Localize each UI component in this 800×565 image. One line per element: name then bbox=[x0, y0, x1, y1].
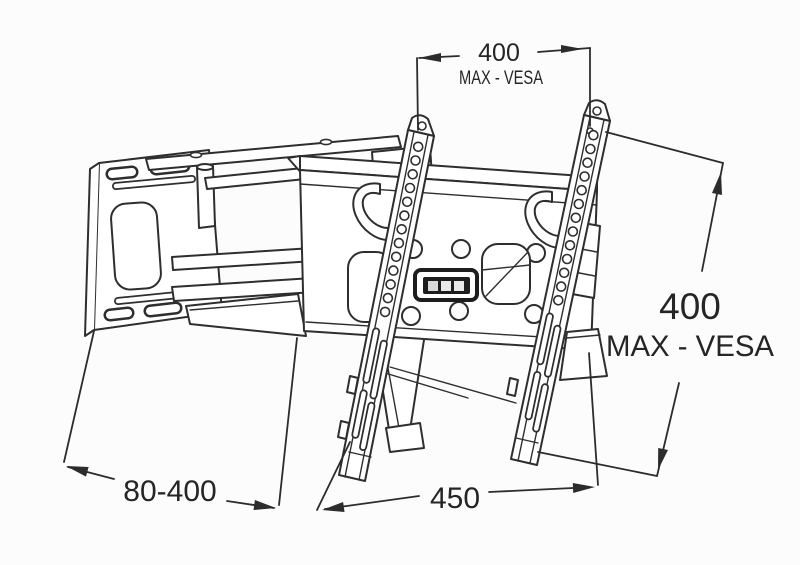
dimension-top-label: MAX - VESA bbox=[459, 68, 543, 89]
dimension-bottom-center: 450 bbox=[316, 352, 599, 515]
crossbar-handle-right bbox=[481, 243, 531, 305]
dimension-right: 400 MAX - VESA bbox=[537, 131, 774, 477]
vesa-rail-right-slots bbox=[524, 312, 562, 433]
dimension-top-value: 400 bbox=[478, 39, 520, 67]
brand-badge bbox=[413, 268, 479, 302]
dimension-bottom-left-value: 80-400 bbox=[123, 475, 216, 508]
dimension-right-value: 400 bbox=[659, 286, 721, 327]
dimension-bottom-left: 80-400 bbox=[63, 330, 298, 510]
wall-plate-cutout bbox=[110, 201, 162, 291]
vesa-rail-left-holes bbox=[379, 141, 424, 318]
wall-plate bbox=[84, 149, 223, 337]
arm-pivot-wall bbox=[196, 165, 216, 229]
rail-pedestal-right bbox=[559, 328, 608, 381]
dimension-top: 400 MAX - VESA bbox=[416, 39, 591, 131]
arm-foot bbox=[385, 422, 425, 453]
dimension-right-label: MAX - VESA bbox=[606, 330, 774, 363]
vesa-rail-left-slots bbox=[351, 327, 388, 451]
vesa-rail-left bbox=[337, 114, 435, 482]
dimension-bottom-center-value: 450 bbox=[430, 482, 480, 515]
vesa-rail-right-holes bbox=[552, 129, 599, 306]
